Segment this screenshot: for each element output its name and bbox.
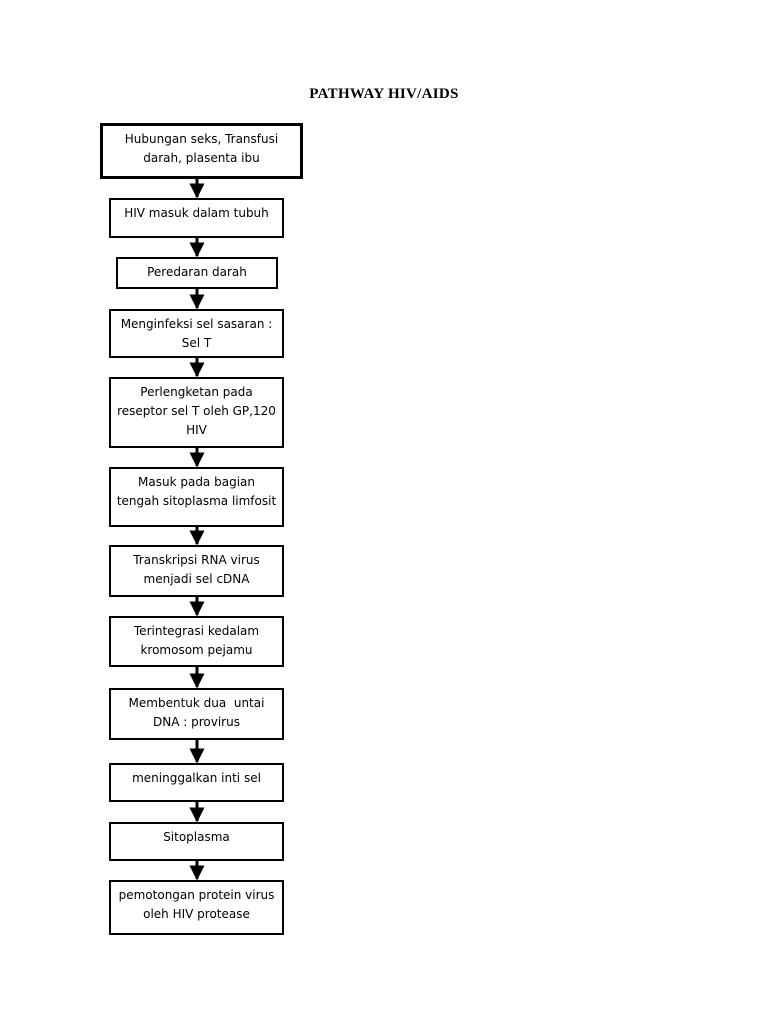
step-9-line-1: Membentuk dua untai xyxy=(128,696,265,710)
step-5-line-2: reseptor sel T oleh GP,120 xyxy=(117,404,276,418)
step-1-line-1: Hubungan seks, Transfusi xyxy=(124,132,279,146)
diagram-title: PATHWAY HIV/AIDS xyxy=(309,86,459,102)
step-7-line-2: menjadi sel cDNA xyxy=(143,572,250,586)
step-4-line-1: Menginfeksi sel sasaran : xyxy=(120,317,273,331)
step-12-line-2: oleh HIV protease xyxy=(143,907,250,921)
step-6-line-2: tengah sitoplasma limfosit xyxy=(116,494,277,508)
step-2-line-1: HIV masuk dalam tubuh xyxy=(124,206,269,220)
step-7-box: Transkripsi RNA virus menjadi sel cDNA xyxy=(109,545,284,597)
step-6-box: Masuk pada bagian tengah sitoplasma limf… xyxy=(109,467,284,527)
step-8-box: Terintegrasi kedalam kromosom pejamu xyxy=(109,616,284,667)
step-4-box: Menginfeksi sel sasaran : Sel T xyxy=(109,309,284,358)
step-12-box: pemotongan protein virus oleh HIV protea… xyxy=(109,880,284,935)
step-8-line-1: Terintegrasi kedalam xyxy=(133,624,260,638)
step-11-line-1: Sitoplasma xyxy=(163,830,230,844)
step-5-line-1: Perlengketan pada xyxy=(140,385,253,399)
step-3-box: Peredaran darah xyxy=(116,257,278,289)
step-1-box: Hubungan seks, Transfusi darah, plasenta… xyxy=(100,123,303,179)
step-12-line-1: pemotongan protein virus xyxy=(118,888,275,902)
step-1-line-2: darah, plasenta ibu xyxy=(143,151,260,165)
step-9-box: Membentuk dua untai DNA : provirus xyxy=(109,688,284,740)
step-4-line-2: Sel T xyxy=(181,336,212,350)
step-10-line-1: meninggalkan inti sel xyxy=(132,771,261,785)
step-3-line-1: Peredaran darah xyxy=(147,265,247,279)
step-10-box: meninggalkan inti sel xyxy=(109,763,284,802)
step-6-line-1: Masuk pada bagian xyxy=(138,475,255,489)
step-9-line-2: DNA : provirus xyxy=(153,715,240,729)
step-2-box: HIV masuk dalam tubuh xyxy=(109,198,284,238)
step-7-line-1: Transkripsi RNA virus xyxy=(133,553,260,567)
step-8-line-2: kromosom pejamu xyxy=(140,643,253,657)
step-5-box: Perlengketan pada reseptor sel T oleh GP… xyxy=(109,377,284,448)
step-5-line-3: HIV xyxy=(186,423,207,437)
step-11-box: Sitoplasma xyxy=(109,822,284,861)
